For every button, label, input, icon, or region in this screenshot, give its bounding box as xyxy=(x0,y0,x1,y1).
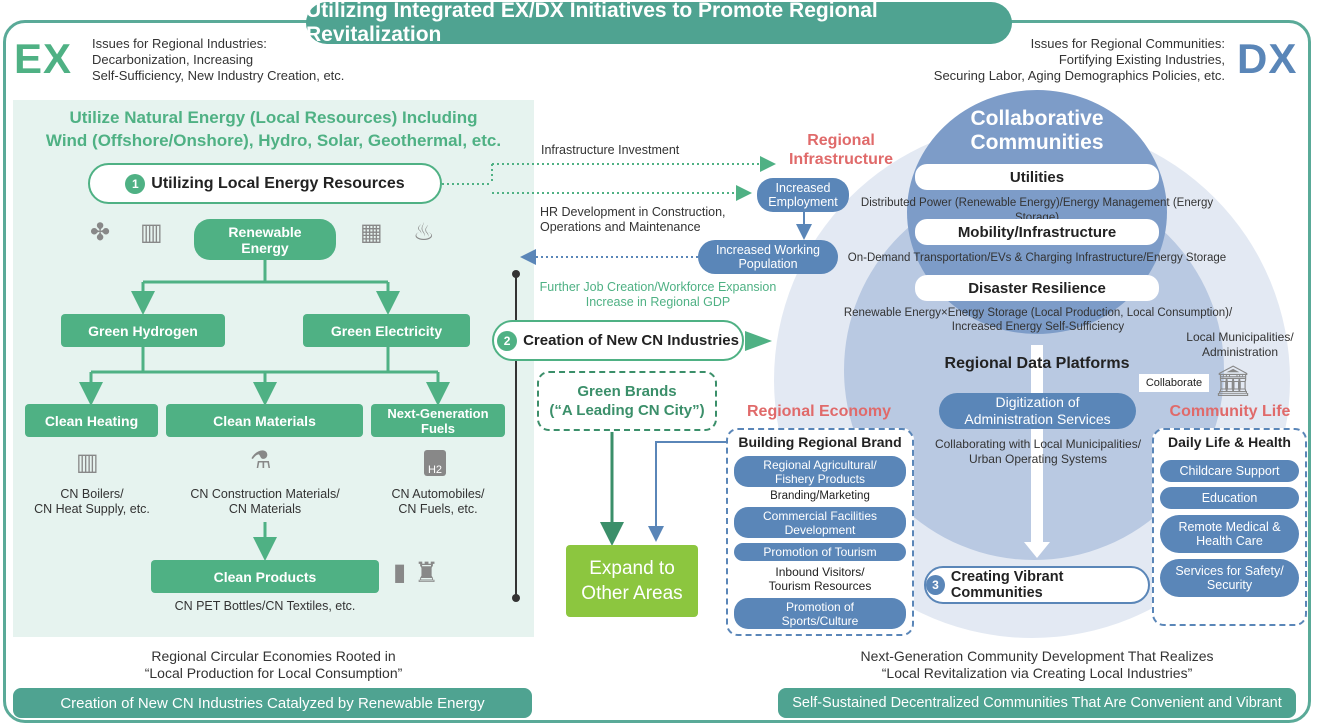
infra-investment-label: Infrastructure Investment xyxy=(541,143,680,157)
pet-bottle-icon: ▮ xyxy=(393,559,407,586)
city-hall-icon: 🏛 xyxy=(1214,365,1253,398)
step1-pill: 1 Utilizing Local Energy Resources xyxy=(88,163,442,204)
ex-label: EX xyxy=(14,35,73,82)
clean-materials-box: Clean Materials xyxy=(166,404,363,437)
regional-economy-label: Regional Economy xyxy=(746,403,892,420)
econ-item-tourism: Promotion of Tourism xyxy=(734,543,906,561)
jacket-icon: ♜ xyxy=(414,557,440,588)
daily-life-label: Daily Life & Health xyxy=(1168,434,1291,450)
green-brands-box: Green Brands(“A Leading CN City”) xyxy=(537,371,717,431)
ex-issues: Issues for Regional Industries:Decarboni… xyxy=(92,36,345,83)
building-brand-label: Building Regional Brand xyxy=(738,434,902,450)
green-hydrogen-box: Green Hydrogen xyxy=(61,314,225,347)
data-platforms-label: Regional Data Platforms xyxy=(944,355,1130,372)
dx-bottom-caption: Next-Generation Community Development Th… xyxy=(860,648,1214,681)
clean-heating-box: Clean Heating xyxy=(25,404,158,437)
heating-caption: CN Boilers/CN Heat Supply, etc. xyxy=(34,487,150,516)
life-item-childcare: Childcare Support xyxy=(1160,460,1299,482)
step3-number: 3 xyxy=(926,575,945,595)
mobility-pill: Mobility/Infrastructure xyxy=(915,219,1159,245)
products-caption: CN PET Bottles/CN Textiles, etc. xyxy=(174,599,356,613)
ex-bottom-caption: Regional Circular Economies Rooted in“Lo… xyxy=(144,648,403,681)
wind-turbine-icon: ✤ xyxy=(90,219,111,246)
municipal-label: Local Municipalities/Administration xyxy=(1186,330,1294,359)
hydrogen-station-icon: H2 xyxy=(424,450,446,476)
step1-number: 1 xyxy=(125,173,146,194)
life-item-medical: Remote Medical &Health Care xyxy=(1160,515,1299,553)
life-item-safety: Services for Safety/Security xyxy=(1160,559,1299,597)
community-life-label: Community Life xyxy=(1169,403,1291,420)
mobility-desc: On-Demand Transportation/EVs & Charging … xyxy=(847,252,1227,264)
dx-label: DX xyxy=(1237,35,1298,82)
clean-products-box: Clean Products xyxy=(151,560,379,593)
further-jobs-label: Further Job Creation/Workforce Expansion… xyxy=(539,280,777,309)
collaborate-label: Collaborate xyxy=(1139,374,1209,392)
step2-pill: 2 Creation of New CN Industries xyxy=(492,320,744,361)
step3-label: Creating Vibrant Communities xyxy=(950,569,1064,601)
dx-footer: Self-Sustained Decentralized Communities… xyxy=(778,688,1296,718)
flask-icon: ⚗ xyxy=(250,447,272,474)
econ-item-agricultural: Regional Agricultural/Fishery Products xyxy=(734,456,906,487)
step2-label: Creation of New CN Industries xyxy=(523,332,739,349)
life-item-education: Education xyxy=(1160,487,1299,509)
step1-label: Utilizing Local Energy Resources xyxy=(151,174,405,192)
boiler-icon: ▥ xyxy=(76,449,99,476)
utilities-pill: Utilities xyxy=(915,164,1159,190)
hr-development-label: HR Development in Construction,Operation… xyxy=(540,205,726,234)
disaster-pill: Disaster Resilience xyxy=(915,275,1159,301)
ex-footer: Creation of New CN Industries Catalyzed … xyxy=(13,688,532,718)
green-electricity-box: Green Electricity xyxy=(303,314,470,347)
collab-desc: Collaborating with Local Municipalities/… xyxy=(934,437,1142,466)
dx-issues: Issues for Regional Communities:Fortifyi… xyxy=(933,36,1225,83)
hydro-dam-icon: ▥ xyxy=(140,219,163,246)
natural-energy-heading: Utilize Natural Energy (Local Resources)… xyxy=(45,108,502,150)
geothermal-plant-icon: ♨ xyxy=(413,219,435,246)
inbound-label: Inbound Visitors/Tourism Resources xyxy=(768,565,872,593)
main-title: Utilizing Integrated EX/DX Initiatives t… xyxy=(306,0,1012,46)
step2-number: 2 xyxy=(497,330,518,351)
disaster-desc: Renewable Energy×Energy Storage (Local P… xyxy=(843,307,1233,333)
step3-pill: 3 Creating Vibrant Communities xyxy=(924,566,1150,604)
fuels-caption: CN Automobiles/CN Fuels, etc. xyxy=(391,487,485,516)
inner-circle xyxy=(907,90,1167,334)
materials-caption: CN Construction Materials/CN Materials xyxy=(190,487,340,516)
solar-panel-icon: ▦ xyxy=(360,219,383,246)
branding-label: Branding/Marketing xyxy=(770,490,870,502)
